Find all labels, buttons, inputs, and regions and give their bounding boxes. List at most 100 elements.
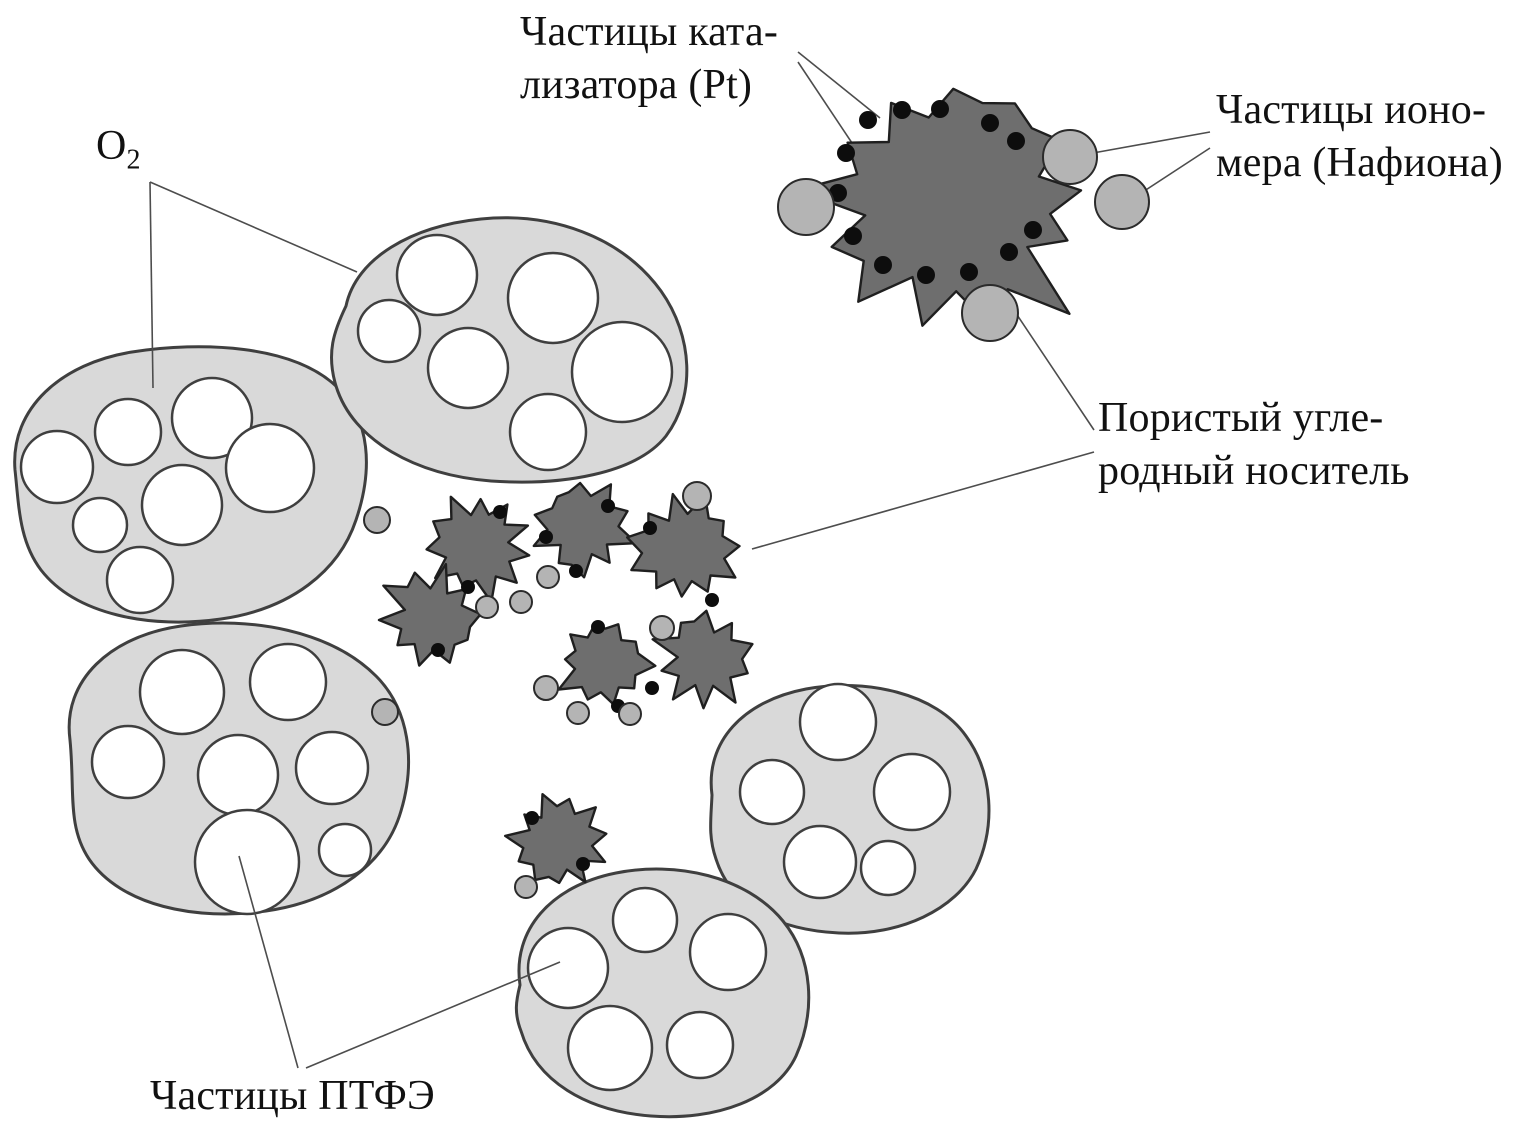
pore-circle <box>140 463 224 547</box>
carbon-support-particle <box>377 562 482 667</box>
ionomer-particle <box>777 178 835 236</box>
pore-circle <box>93 397 163 467</box>
pore-circle <box>193 808 301 916</box>
pt-catalyst-dot <box>601 499 615 513</box>
label-carbon-line2: родный носитель <box>1098 447 1410 494</box>
pt-catalyst-dot <box>917 266 935 284</box>
ionomer-layer <box>363 129 1150 899</box>
ionomer-particle <box>371 698 399 726</box>
pointer-line <box>1092 131 1211 154</box>
pointer-line <box>797 61 861 156</box>
oxygen-symbol: O <box>96 123 127 169</box>
pt-catalyst-dot <box>1007 132 1025 150</box>
label-ionomer-particles: Частицы ионо- мера (Нафиона) <box>1216 84 1503 189</box>
ionomer-particle <box>682 481 712 511</box>
ionomer-particle <box>649 615 675 641</box>
pt-catalyst-dot <box>431 643 445 657</box>
ionomer-particle <box>1094 174 1150 230</box>
ionomer-particle <box>618 702 642 726</box>
ionomer-particle <box>536 565 560 589</box>
label-ptfe-text: Частицы ПТФЭ <box>150 1073 435 1119</box>
pore-circle <box>566 1004 654 1092</box>
pt-catalyst-layer <box>431 100 1042 871</box>
pore-circle <box>196 733 280 817</box>
pore-circle <box>665 1010 735 1080</box>
pt-catalyst-dot <box>837 144 855 162</box>
pore-circle <box>19 429 95 505</box>
pore-circle <box>90 724 166 800</box>
pore-circle <box>506 251 600 345</box>
carbon-support-particle <box>626 492 741 598</box>
ionomer-particle <box>514 875 538 899</box>
carbon-support-particle <box>504 793 608 885</box>
pt-catalyst-dot <box>859 111 877 129</box>
pt-catalyst-dot <box>931 100 949 118</box>
pointer-line <box>149 181 154 389</box>
pt-catalyst-dot <box>1000 243 1018 261</box>
label-oxygen: O2 <box>96 120 141 176</box>
oxygen-subscript: 2 <box>126 144 141 176</box>
pointer-line <box>305 961 561 1069</box>
ionomer-particle <box>509 590 533 614</box>
pt-catalyst-dot <box>705 593 719 607</box>
pore-circle <box>526 926 610 1010</box>
label-catalyst-line1: Частицы ката- <box>520 9 779 55</box>
pt-catalyst-dot <box>960 263 978 281</box>
ptfe-agglomerates-layer <box>13 216 991 1119</box>
pt-catalyst-dot <box>829 184 847 202</box>
pt-catalyst-dot <box>981 114 999 132</box>
pore-circle <box>395 233 479 317</box>
carbon-support-particle <box>651 609 754 710</box>
pointer-line <box>1134 147 1211 198</box>
pt-catalyst-dot <box>461 580 475 594</box>
label-ptfe-particles: Частицы ПТФЭ <box>150 1070 435 1123</box>
label-ionomer-line2: мера (Нафиона) <box>1216 139 1503 186</box>
pore-circle <box>688 912 768 992</box>
pointer-line <box>238 855 299 1069</box>
pt-catalyst-dot <box>893 101 911 119</box>
pointer-line <box>797 51 881 119</box>
pointer-line <box>149 181 358 273</box>
pt-catalyst-dot <box>874 256 892 274</box>
ionomer-particle <box>533 675 559 701</box>
pore-circle <box>105 545 175 615</box>
pore-circle <box>859 839 917 897</box>
pt-catalyst-dot <box>525 811 539 825</box>
pt-catalyst-dot <box>844 227 862 245</box>
pore-circle <box>170 376 254 460</box>
pointer-line <box>751 451 1095 550</box>
pore-circle <box>138 648 226 736</box>
label-catalyst-line2: лизатора (Pt) <box>520 61 753 108</box>
label-catalyst-particles: Частицы ката- лизатора (Pt) <box>520 6 778 111</box>
pore-circle <box>738 758 806 826</box>
pore-circle <box>356 298 422 364</box>
pt-catalyst-dot <box>576 857 590 871</box>
pt-catalyst-dot <box>493 505 507 519</box>
ionomer-particle <box>961 284 1019 342</box>
ionomer-particle <box>1042 129 1098 185</box>
pore-circle <box>611 886 679 954</box>
pore-circle <box>248 642 328 722</box>
carbon-support-particle <box>557 623 657 706</box>
pore-circle <box>872 752 952 832</box>
pt-catalyst-dot <box>591 620 605 634</box>
pore-circle <box>570 320 674 424</box>
pt-catalyst-dot <box>643 521 657 535</box>
pore-circle <box>782 824 858 900</box>
ionomer-particle <box>363 506 391 534</box>
pore-circle <box>426 326 510 410</box>
label-carbon-support: Пористый угле- родный носитель <box>1098 392 1410 497</box>
carbon-support-layer <box>377 87 1083 885</box>
pore-circle <box>224 422 316 514</box>
pt-catalyst-dot <box>539 530 553 544</box>
pore-circle <box>798 682 878 762</box>
ionomer-particle <box>475 595 499 619</box>
pt-catalyst-dot <box>569 564 583 578</box>
pore-circle <box>71 496 129 554</box>
pt-catalyst-dot <box>1024 221 1042 239</box>
ionomer-particle <box>566 701 590 725</box>
pore-circle <box>317 822 373 878</box>
label-ionomer-line1: Частицы ионо- <box>1216 87 1487 133</box>
